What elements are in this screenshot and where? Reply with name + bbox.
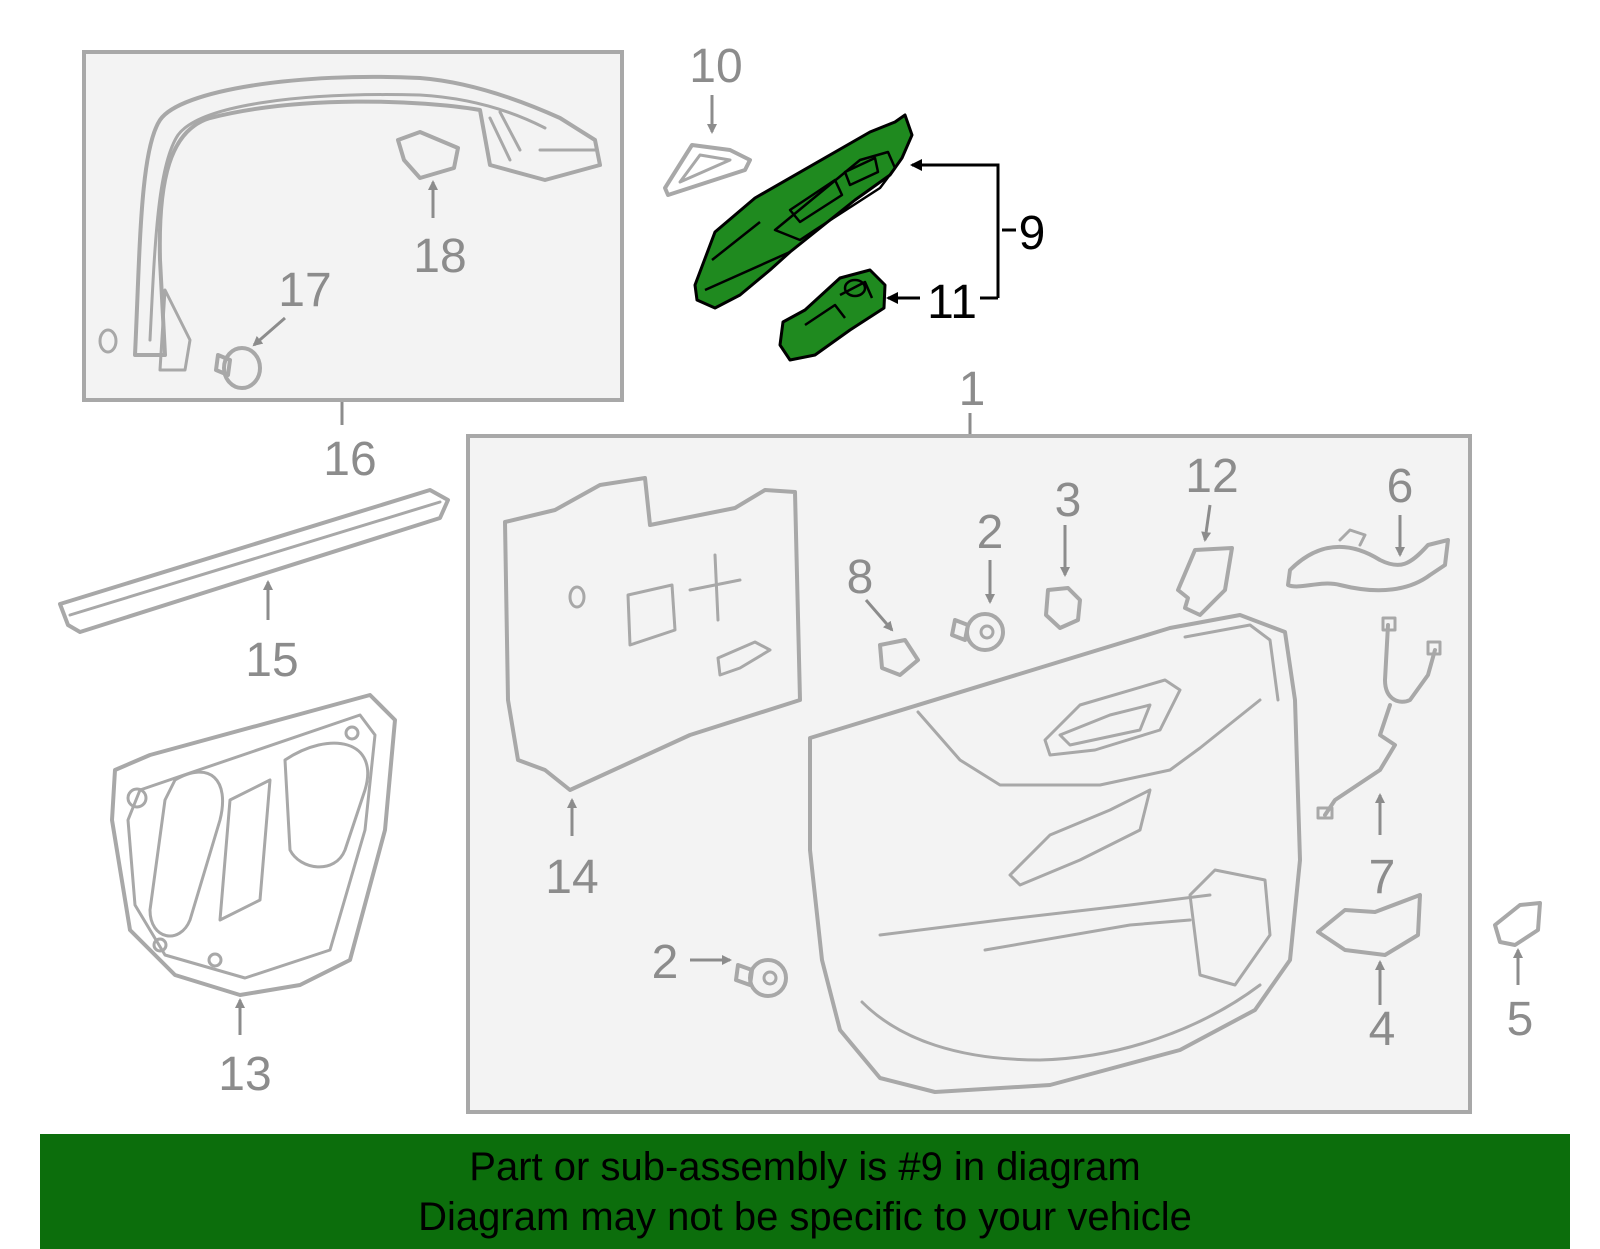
callout-14: 14	[545, 851, 598, 904]
part-3	[1044, 586, 1082, 630]
part-13-door-module	[110, 693, 397, 997]
part-14-deflector	[503, 476, 802, 792]
part-17-clip	[214, 346, 262, 390]
callout-3: 3	[1055, 474, 1082, 527]
callout-13: 13	[218, 1048, 271, 1101]
part-11-switch	[778, 268, 887, 362]
part-7-harness	[1316, 616, 1442, 820]
group-box-1: 14 8 2 3 12 6	[466, 434, 1472, 1114]
info-banner: Part or sub-assembly is #9 in diagram Di…	[40, 1134, 1570, 1249]
callout-17: 17	[278, 264, 331, 317]
banner-line-1: Part or sub-assembly is #9 in diagram	[469, 1145, 1141, 1189]
callout-1: 1	[959, 363, 986, 416]
callout-2-upper: 2	[977, 506, 1004, 559]
callout-18: 18	[413, 230, 466, 283]
part-1-door-trim-panel	[808, 613, 1302, 1094]
callout-9: 9	[1019, 207, 1046, 260]
part-18	[396, 130, 460, 180]
part-2-upper-screw	[950, 612, 1005, 652]
callout-7: 7	[1369, 851, 1396, 904]
callout-10: 10	[689, 40, 742, 93]
callout-4: 4	[1369, 1003, 1396, 1056]
callout-15: 15	[245, 634, 298, 687]
callout-5: 5	[1507, 993, 1534, 1046]
callout-16: 16	[323, 433, 376, 486]
part-4	[1316, 893, 1422, 957]
callout-11: 11	[927, 276, 977, 329]
parts-diagram: 18 17 16 10 9 11 15	[58, 40, 1542, 1114]
callout-6: 6	[1387, 460, 1414, 513]
part-6-wiring	[1286, 528, 1450, 593]
part-10	[663, 143, 752, 197]
part-5	[1493, 901, 1542, 947]
callout-8: 8	[847, 551, 874, 604]
part-16-frame	[133, 74, 602, 357]
banner-line-2: Diagram may not be specific to your vehi…	[418, 1195, 1192, 1239]
callout-2-lower: 2	[652, 936, 679, 989]
part-9-switch-bezel	[693, 113, 914, 310]
part-15-weatherstrip	[58, 488, 450, 634]
part-12	[1176, 546, 1234, 617]
part-8	[878, 638, 920, 677]
callout-12: 12	[1185, 450, 1238, 503]
part-2-lower-screw	[734, 958, 788, 998]
group-box-16: 18 17	[82, 50, 624, 402]
